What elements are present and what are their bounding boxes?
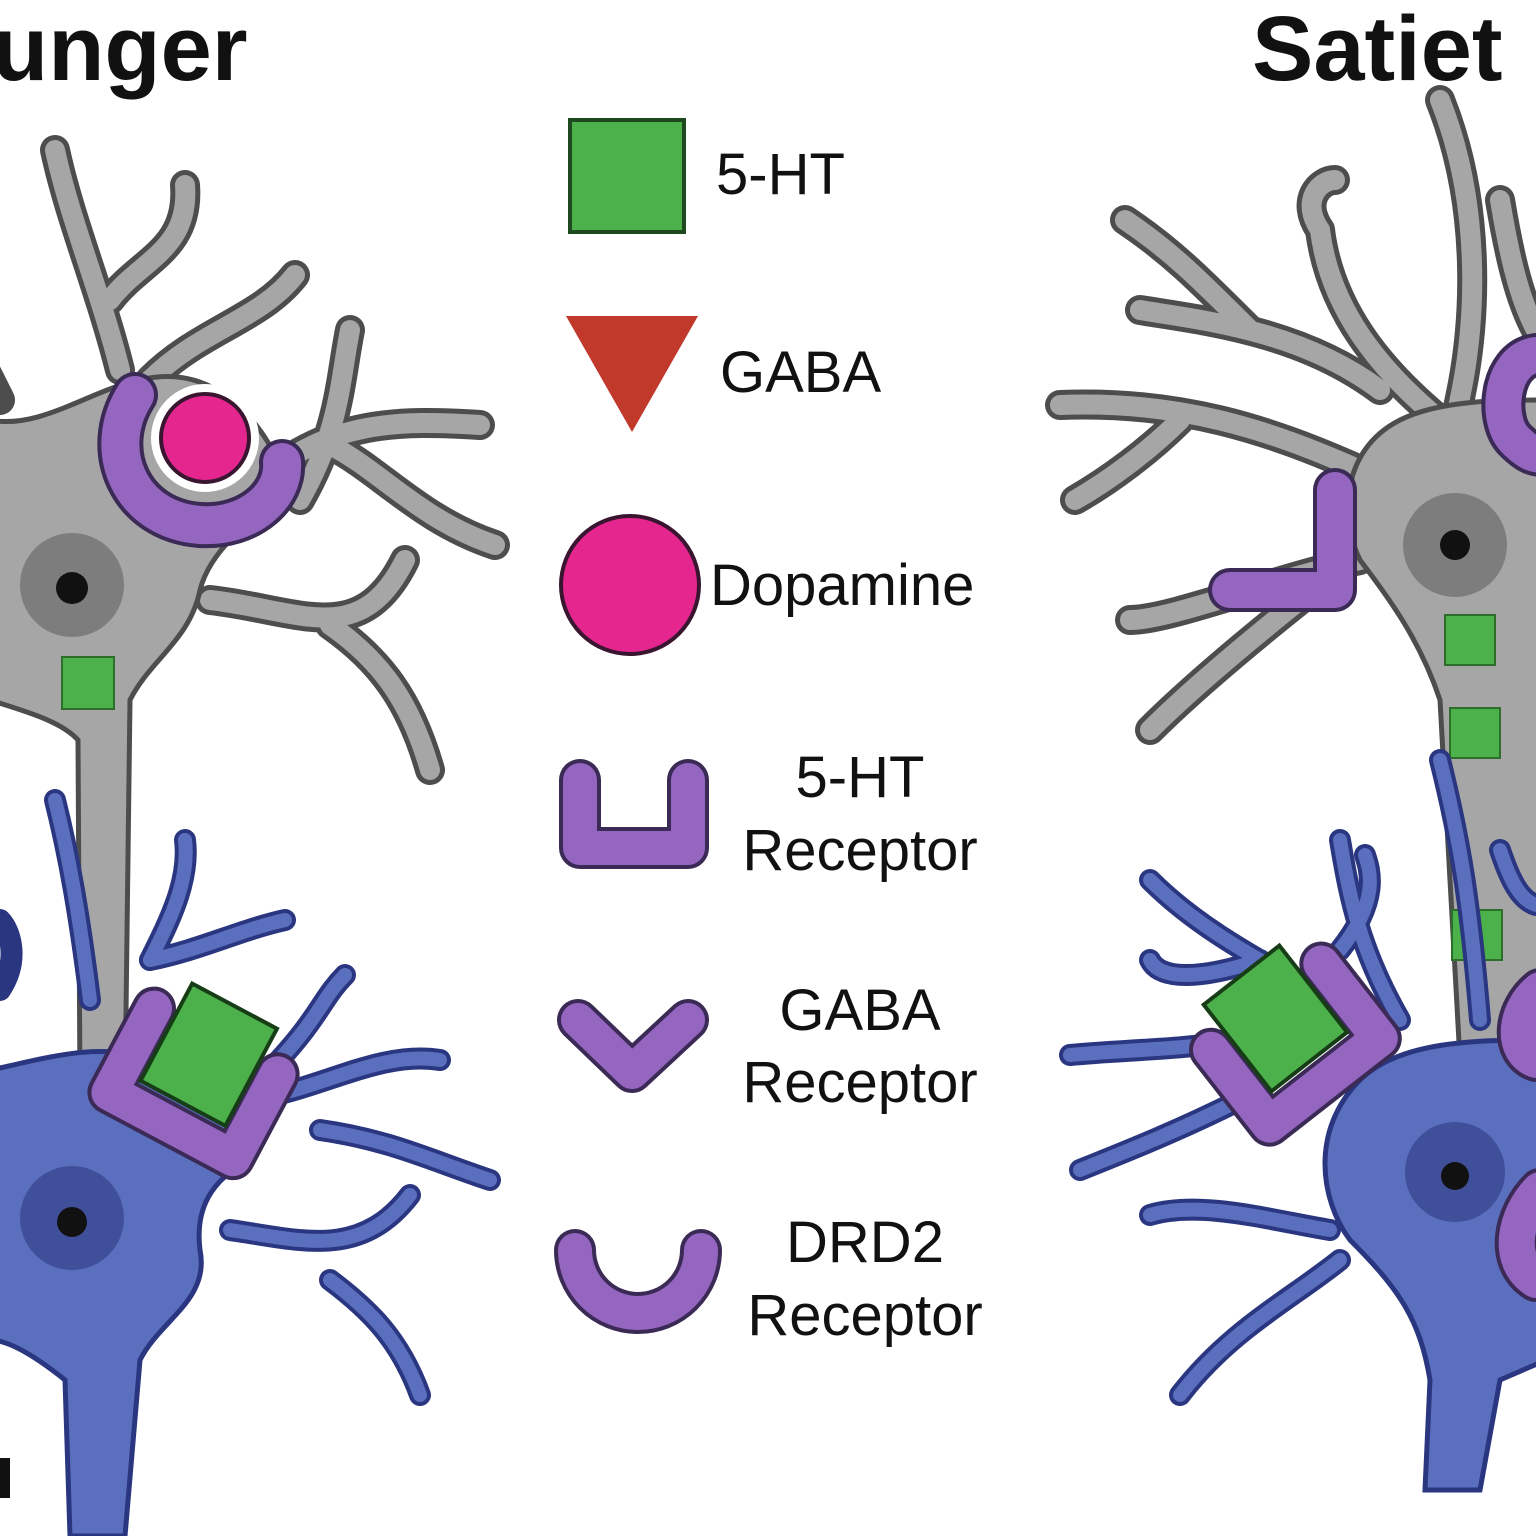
hunger-drd2-receptor-bound-dopamine [97, 372, 306, 549]
hunger-title: unger [0, 0, 248, 100]
hunger-serotonin-vesicle [61, 656, 115, 710]
legend-item-dopamine: Dopamine [559, 514, 974, 656]
edge-fragment-mark [0, 1458, 10, 1498]
legend-item-serotonin-receptor: 5-HT Receptor [559, 745, 978, 883]
gaba-triangle-icon [566, 316, 698, 432]
satiety-gaba-receptor [1208, 468, 1357, 612]
legend-label-dopamine: Dopamine [710, 553, 974, 618]
legend-label-serotonin-receptor-line1: 5-HT [796, 745, 925, 810]
legend-item-gaba-receptor: GABA Receptor [557, 978, 978, 1115]
satiety-5ht-receptor-bound-serotonin [1188, 941, 1402, 1147]
legend-item-drd2-receptor: DRD2 Receptor [554, 1210, 983, 1348]
satiety-edge-receptors [1494, 968, 1536, 1302]
hunger-5ht-receptor-bound-serotonin [87, 980, 300, 1181]
legend-label-gaba: GABA [720, 340, 881, 405]
legend-label-serotonin-receptor-line2: Receptor [742, 818, 977, 883]
legend: 5-HT GABA Dopamine 5-HT Receptor GABA Re… [554, 118, 983, 1348]
serotonin-square-icon [568, 118, 686, 234]
satiety-serotonin-vesicle-1 [1444, 614, 1496, 666]
legend-item-serotonin: 5-HT [568, 118, 845, 234]
legend-label-drd2-receptor-line2: Receptor [747, 1283, 982, 1348]
legend-item-gaba: GABA [566, 316, 881, 432]
legend-label-drd2-receptor-line1: DRD2 [786, 1210, 944, 1275]
satiety-title: Satiet [1252, 0, 1503, 100]
legend-label-serotonin: 5-HT [716, 142, 845, 207]
legend-label-gaba-receptor-line2: Receptor [742, 1050, 977, 1115]
legend-label-gaba-receptor-line1: GABA [779, 978, 940, 1043]
satiety-blue-neuron [1059, 749, 1536, 1493]
dopamine-circle-icon [559, 514, 701, 656]
satiety-serotonin-vesicle-2 [1449, 707, 1501, 759]
